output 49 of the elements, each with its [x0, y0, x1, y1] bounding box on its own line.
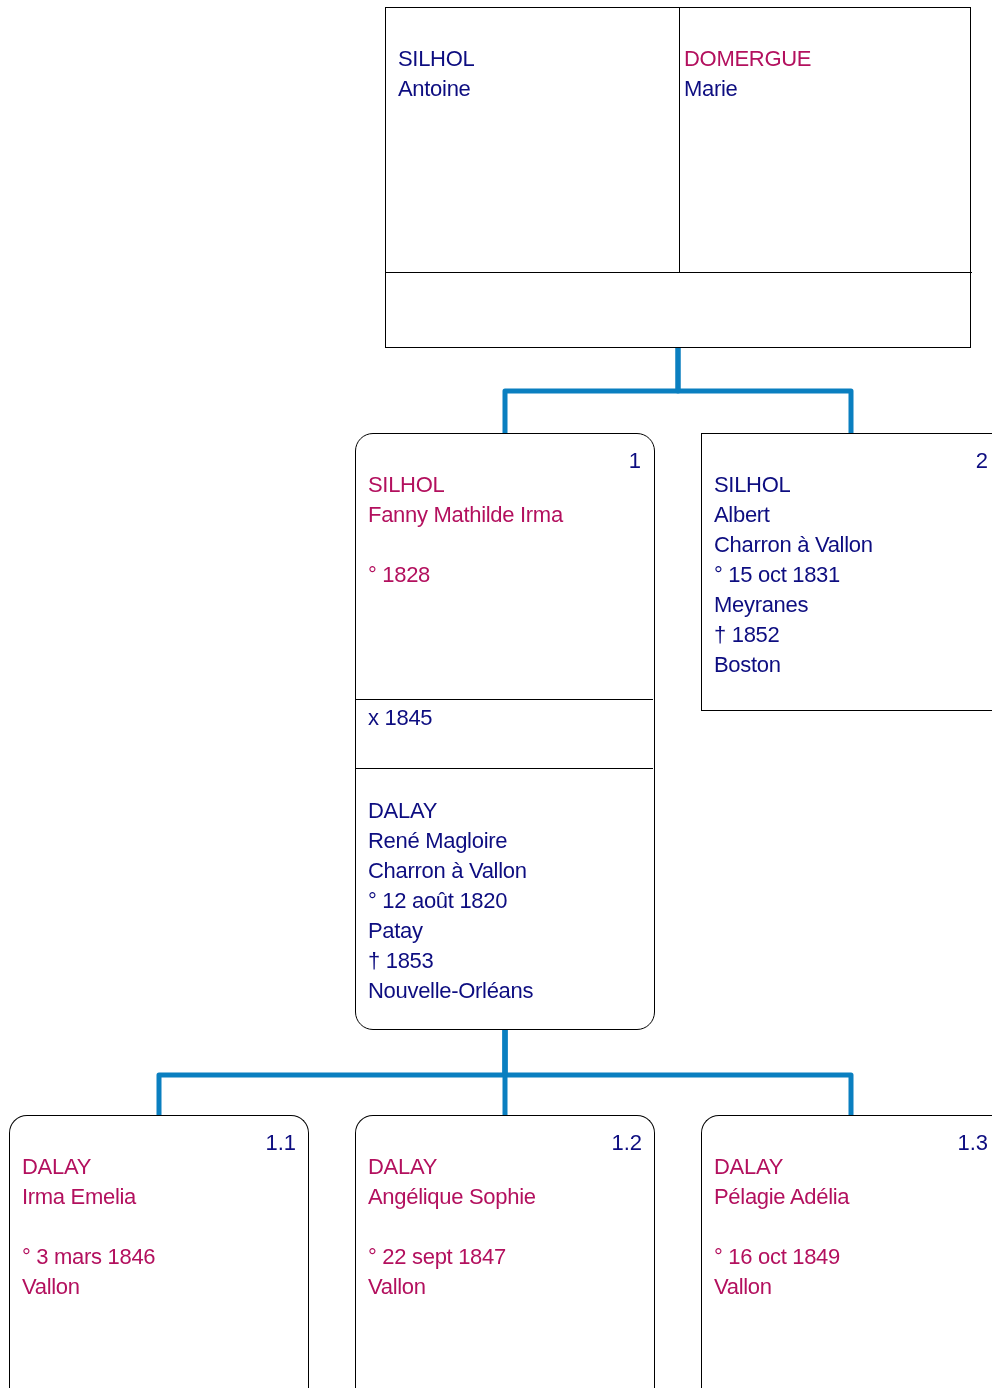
person-detail-text: DALAY [368, 1153, 437, 1181]
generation-number: 2 [975, 447, 988, 475]
person-detail-text: Charron à Vallon [368, 857, 527, 885]
family-card [355, 433, 655, 1030]
person-detail-text: Boston [714, 651, 781, 679]
person-section [386, 8, 680, 273]
person-detail-text: DALAY [22, 1153, 91, 1181]
person-detail-text: † 1853 [368, 947, 434, 975]
generation-number: 1.2 [611, 1129, 642, 1157]
person-detail-text: SILHOL [714, 471, 791, 499]
person-detail-text: Vallon [22, 1273, 80, 1301]
marriage-section [356, 699, 653, 769]
person-detail-text: Meyranes [714, 591, 809, 619]
person-detail-text: ° 1828 [368, 561, 431, 589]
person-detail-text: DOMERGUE [684, 45, 812, 73]
person-detail-text: † 1852 [714, 621, 780, 649]
person-card [701, 433, 992, 711]
person-detail-text: Albert [714, 501, 770, 529]
person-detail-text: SILHOL [368, 471, 445, 499]
generation-number: 1.3 [957, 1129, 988, 1157]
couple-box [385, 7, 971, 348]
person-detail-text: ° 22 sept 1847 [368, 1243, 506, 1271]
person-detail-text: SILHOL [398, 45, 475, 73]
person-detail-text: ° 16 oct 1849 [714, 1243, 840, 1271]
connector-line [675, 348, 854, 433]
person-detail-text: Patay [368, 917, 423, 945]
person-detail-text: Fanny Mathilde Irma [368, 501, 563, 529]
person-detail-text: Vallon [368, 1273, 426, 1301]
person-detail-text: Nouvelle-Orléans [368, 977, 534, 1005]
person-detail-text: ° 15 oct 1831 [714, 561, 840, 589]
person-detail-text: ° 12 août 1820 [368, 887, 508, 915]
person-card [9, 1115, 309, 1388]
person-detail-text: Irma Emelia [22, 1183, 137, 1211]
person-card [701, 1115, 992, 1388]
person-detail-text: Vallon [714, 1273, 772, 1301]
generation-number: 1 [628, 447, 641, 475]
person-detail-text: René Magloire [368, 827, 508, 855]
person-detail-text: Pélagie Adélia [714, 1183, 850, 1211]
person-detail-text: Charron à Vallon [714, 531, 873, 559]
person-detail-text: DALAY [368, 797, 437, 825]
person-card [355, 1115, 655, 1388]
person-detail-text: Antoine [398, 75, 471, 103]
person-detail-text: ° 3 mars 1846 [22, 1243, 156, 1271]
person-detail-text: DALAY [714, 1153, 783, 1181]
connector-line [502, 1030, 854, 1115]
person-detail-text: Angélique Sophie [368, 1183, 536, 1211]
generation-number: 1.1 [265, 1129, 296, 1157]
person-detail-text: x 1845 [368, 704, 433, 732]
person-detail-text: Marie [684, 75, 738, 103]
